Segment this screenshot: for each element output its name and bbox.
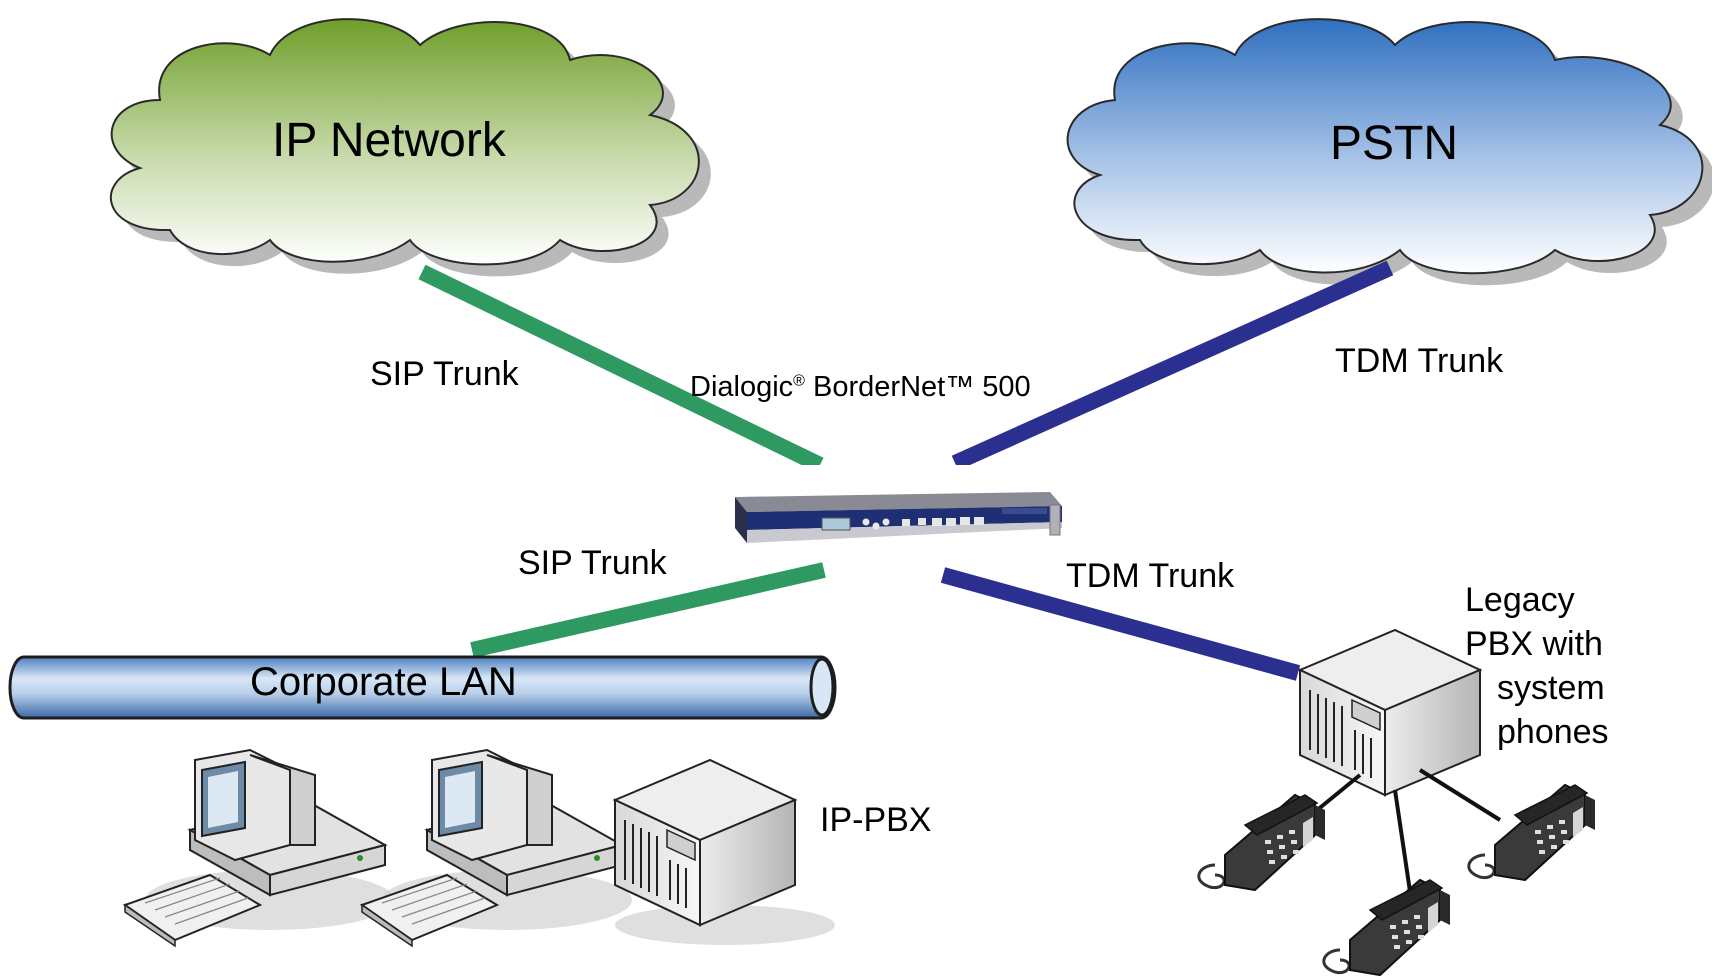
tdm-trunk-top-link: [951, 260, 1394, 471]
legacy-pbx-cabinet: [1297, 628, 1483, 797]
legacy-pbx-line-1: Legacy: [1465, 581, 1575, 619]
ip-pbx-label: IP-PBX: [820, 801, 932, 839]
phone-connections: [1303, 768, 1502, 906]
desk-phone-1: [1197, 793, 1325, 892]
ip-network-cloud: [110, 18, 711, 277]
tdm-trunk-bottom-link: [940, 567, 1301, 681]
tdm-trunk-bottom-label: TDM Trunk: [1066, 557, 1235, 595]
sip-trunk-top-label: SIP Trunk: [370, 355, 519, 393]
ip-pbx-cabinet: [612, 758, 835, 945]
legacy-pbx-label: Legacy PBX with system phones: [1465, 578, 1609, 754]
sip-trunk-top-link: [418, 264, 824, 473]
desk-phone-icon: [1197, 793, 1325, 892]
desktop-computer-1: [122, 748, 395, 948]
device-name-label: Dialogic® BorderNet™ 500: [690, 371, 1031, 404]
sip-trunk-bottom-label: SIP Trunk: [518, 544, 667, 582]
pipe-icon: [8, 655, 837, 720]
legacy-pbx-line-3: system: [1497, 669, 1605, 707]
corporate-lan-pipe: [8, 655, 837, 720]
cloud-icon: [1066, 18, 1712, 286]
tdm-trunk-top-label: TDM Trunk: [1335, 342, 1504, 380]
desk-phone-3: [1322, 878, 1450, 977]
sip-trunk-bottom-link: [470, 562, 826, 658]
device-model: BorderNet™ 500: [813, 371, 1031, 403]
pstn-label: PSTN: [1330, 117, 1459, 170]
corporate-lan-label: Corporate LAN: [250, 660, 517, 704]
legacy-pbx-line-2: PBX with: [1465, 625, 1603, 663]
pstn-cloud: [1066, 18, 1712, 286]
pbx-cabinet-icon: [612, 758, 835, 945]
server-appliance-icon: [735, 492, 1062, 543]
cloud-icon: [110, 18, 711, 277]
device-brand: Dialogic: [690, 371, 794, 403]
bordernet-appliance: [705, 465, 1080, 555]
desk-phone-icon: [1322, 878, 1450, 977]
desk-phone-icon: [1467, 783, 1595, 882]
desktop-computer-icon: [122, 748, 395, 948]
pbx-cabinet-icon: [1297, 628, 1483, 797]
desktop-computer-icon: [359, 748, 632, 948]
desk-phone-2: [1467, 783, 1595, 882]
device-reg-mark: ®: [793, 372, 805, 390]
legacy-pbx-line-4: phones: [1497, 713, 1609, 751]
desktop-computer-2: [359, 748, 632, 948]
ip-network-label: IP Network: [272, 114, 506, 167]
